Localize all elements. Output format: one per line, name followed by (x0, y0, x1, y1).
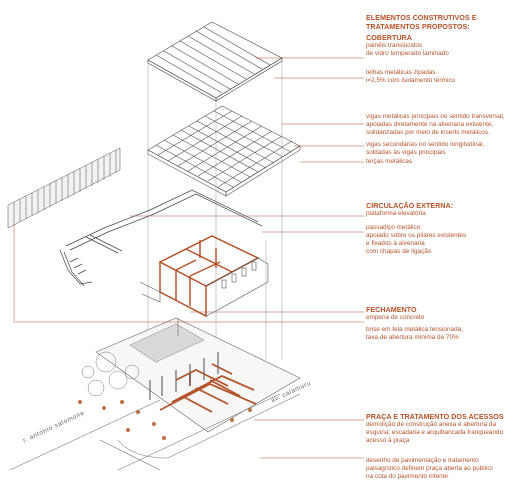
building-facade (139, 257, 269, 317)
plaza-columns (149, 352, 219, 400)
praca-text: demolição de construção anexa e abertura… (366, 421, 497, 428)
external-walkway (59, 189, 263, 287)
cobertura-text: painéis translúcidos (366, 42, 423, 49)
praca-text: na cota do pavimento inferior (366, 473, 449, 480)
annotation-cobertura-4: vigas secundárias no sentido longitudina… (366, 141, 524, 157)
annotation-cobertura-3: vigas metálicas principais no sentido tr… (366, 113, 524, 137)
cobertura-text: i=2,5% com isolamento térmico (366, 77, 455, 84)
cobertura-text: de vidro temperado laminado (366, 50, 449, 57)
annotation-fechamento-2: brise em tela metálica tensionada, taxa … (366, 326, 524, 342)
cobertura-text: telhas metálicas zipadas (366, 69, 436, 76)
annotation-heading: ELEMENTOS CONSTRUTIVOS E TRATAMENTOS PRO… (366, 13, 524, 31)
people-figures (78, 400, 252, 440)
plaza-grid-orange (159, 363, 257, 413)
praca-text: esquina; escadaria e arquibancada franqu… (366, 429, 504, 436)
cobertura-text: solidarizadas por meio de inserts metáli… (366, 129, 490, 136)
praca-text: desenho de pavimentação e tratamento (366, 457, 479, 464)
heading-line-2: TRATAMENTOS PROPOSTOS: (366, 22, 470, 31)
annotation-circulacao-2: passadiço metálico apoiado sobre os pila… (366, 224, 524, 256)
cobertura-title: COBERTURA (366, 33, 412, 42)
circulacao-text: com chapas de ligação (366, 248, 432, 255)
streets (9, 393, 301, 471)
annotation-praca: PRAÇA E TRATAMENTO DOS ACESSOS demolição… (366, 412, 524, 445)
heading-line-1: ELEMENTOS CONSTRUTIVOS E (366, 13, 477, 22)
circulacao-text: passadiço metálico (366, 224, 421, 231)
leader-lines (13, 57, 364, 459)
fechamento-text: taxa de abertura mínima de 70% (366, 334, 459, 341)
praca-text: paisagístico definem praça aberta ao púb… (366, 465, 493, 472)
praca-title: PRAÇA E TRATAMENTO DOS ACESSOS (366, 412, 504, 421)
annotation-fechamento: FECHAMENTO empena de concreto (366, 305, 524, 322)
cobertura-text: vigas secundárias no sentido longitudina… (366, 141, 485, 148)
roof-panels (147, 21, 283, 102)
annotation-circulacao: CIRCULAÇÃO EXTERNA: plataforma elevatóri… (366, 201, 524, 218)
circulacao-text: apoiado sobre os pilares existentes (366, 232, 467, 239)
annotation-cobertura-2: telhas metálicas zipadas i=2,5% com isol… (366, 69, 524, 85)
site-plaza (95, 317, 301, 433)
fechamento-title: FECHAMENTO (366, 305, 417, 314)
annotation-cobertura-5: terças metálicas (366, 158, 524, 166)
annotation-cobertura: COBERTURA painéis translúcidos de vidro … (366, 33, 524, 58)
circulacao-title: CIRCULAÇÃO EXTERNA: (366, 201, 454, 210)
fechamento-text: brise em tela metálica tensionada, (366, 326, 463, 333)
cobertura-text: terças metálicas (366, 158, 413, 165)
circulacao-text: e fixados à alvenaria (366, 240, 425, 247)
fechamento-text: empena de concreto (366, 314, 425, 321)
cobertura-text: soldadas às vigas principais (366, 149, 446, 156)
brise-screen (7, 147, 121, 229)
circulacao-text: plataforma elevatória (366, 210, 426, 217)
cobertura-text: vigas metálicas principais no sentido tr… (366, 113, 505, 120)
roof-structure-grid (147, 105, 301, 197)
trees (81, 351, 140, 397)
cobertura-text: apoiadas diretamente na alvenaria existe… (366, 121, 494, 128)
annotation-praca-2: desenho de pavimentação e tratamento pai… (366, 457, 524, 481)
praca-text: acesso à praça (366, 437, 410, 444)
